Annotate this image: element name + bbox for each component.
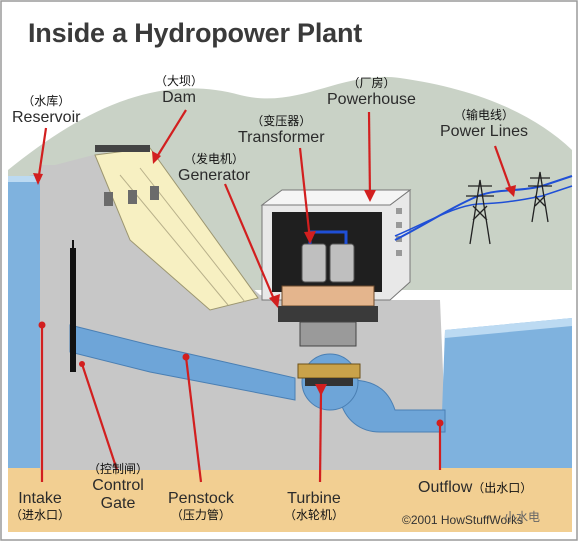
turbine-base bbox=[305, 378, 353, 386]
generator-body bbox=[278, 306, 378, 322]
river-surface bbox=[445, 318, 572, 338]
label-intake-en: Intake bbox=[18, 490, 62, 507]
label-turbine-zh: （水轮机） bbox=[284, 508, 345, 522]
powerhouse-roof bbox=[260, 189, 412, 206]
label-turbine: Turbine （水轮机） bbox=[284, 490, 344, 523]
pointer-control-gate bbox=[80, 363, 119, 471]
label-reservoir: （水库） Reservoir bbox=[12, 94, 80, 127]
label-control-gate-en-1: Control bbox=[92, 477, 144, 494]
label-outflow-zh: （出水口） bbox=[472, 481, 533, 495]
diagram-title: Inside a Hydropower Plant bbox=[28, 18, 363, 48]
label-intake: Intake （进水口） bbox=[10, 490, 70, 523]
outflow-channel bbox=[339, 379, 446, 433]
label-control-gate-en-2: Gate bbox=[100, 495, 136, 512]
dam-opening-3 bbox=[150, 186, 159, 200]
label-intake-zh: （进水口） bbox=[10, 508, 71, 522]
pylon-1 bbox=[466, 179, 494, 245]
window-2 bbox=[396, 222, 402, 228]
pointer-penstock bbox=[184, 356, 203, 483]
ground bbox=[8, 468, 572, 532]
watermark: 小水电 bbox=[504, 510, 541, 524]
label-outflow: Outflow（出水口） bbox=[418, 479, 532, 497]
power-line-2 bbox=[394, 185, 573, 237]
pointer-generator bbox=[223, 183, 278, 305]
label-generator: （发电机） Generator bbox=[178, 152, 250, 185]
control-gate-top bbox=[72, 240, 74, 250]
pointer-powerhouse bbox=[367, 111, 372, 199]
label-penstock-en: Penstock bbox=[168, 490, 234, 507]
control-gate-shaft bbox=[70, 248, 76, 372]
dam-opening-1 bbox=[104, 192, 113, 206]
label-power-lines: （输电线） Power Lines bbox=[440, 108, 528, 141]
label-turbine-en: Turbine bbox=[287, 490, 341, 507]
label-penstock-zh: （压力管） bbox=[170, 508, 231, 522]
copyright-notice: ©2001 HowStuffWorks bbox=[402, 513, 524, 527]
label-generator-en: Generator bbox=[178, 167, 251, 184]
label-transformer-zh: （变压器） bbox=[251, 114, 312, 128]
label-power-lines-en: Power Lines bbox=[440, 123, 529, 140]
label-generator-zh: （发电机） bbox=[184, 152, 245, 166]
river-water bbox=[440, 318, 572, 468]
label-transformer-en: Transformer bbox=[238, 129, 325, 146]
window-1 bbox=[396, 208, 402, 214]
label-powerhouse: （厂房） Powerhouse bbox=[327, 76, 416, 109]
powerhouse-interior bbox=[272, 212, 382, 292]
generator-shaft bbox=[299, 321, 357, 347]
transformer-cylinder-1 bbox=[301, 243, 327, 283]
pointer-dots bbox=[38, 321, 444, 427]
label-powerhouse-en: Powerhouse bbox=[327, 91, 416, 108]
pointer-dam bbox=[154, 109, 187, 161]
pointer-turbine bbox=[318, 391, 323, 483]
label-penstock: Penstock （压力管） bbox=[168, 490, 234, 523]
pointer-power-lines bbox=[493, 145, 514, 194]
transformer-cylinder-2 bbox=[329, 243, 355, 283]
dam-opening-2 bbox=[128, 190, 137, 204]
generator-top bbox=[281, 285, 375, 307]
spillway-line-1 bbox=[119, 174, 229, 306]
pointer-transformer bbox=[298, 147, 312, 241]
label-dam-en: Dam bbox=[162, 89, 196, 106]
label-power-lines-zh: （输电线） bbox=[454, 108, 515, 122]
turbine-runner bbox=[297, 363, 361, 379]
pointer-arrowheads bbox=[33, 151, 516, 396]
label-reservoir-zh: （水库） bbox=[22, 94, 71, 108]
label-powerhouse-zh: （厂房） bbox=[347, 76, 396, 90]
label-transformer: （变压器） Transformer bbox=[238, 114, 325, 147]
label-control-gate-zh: （控制闸） bbox=[88, 462, 149, 476]
pointer-reservoir bbox=[36, 127, 48, 183]
label-dam: （大坝） Dam bbox=[155, 74, 203, 107]
dam-railing bbox=[95, 145, 150, 152]
pylon-2 bbox=[528, 171, 552, 223]
label-dam-zh: （大坝） bbox=[155, 74, 204, 88]
label-reservoir-en: Reservoir bbox=[12, 109, 81, 126]
label-outflow-en: Outflow bbox=[418, 479, 473, 496]
label-control-gate: （控制闸） Control Gate bbox=[88, 462, 148, 513]
label-pointers bbox=[36, 109, 514, 483]
window-4 bbox=[396, 250, 402, 256]
